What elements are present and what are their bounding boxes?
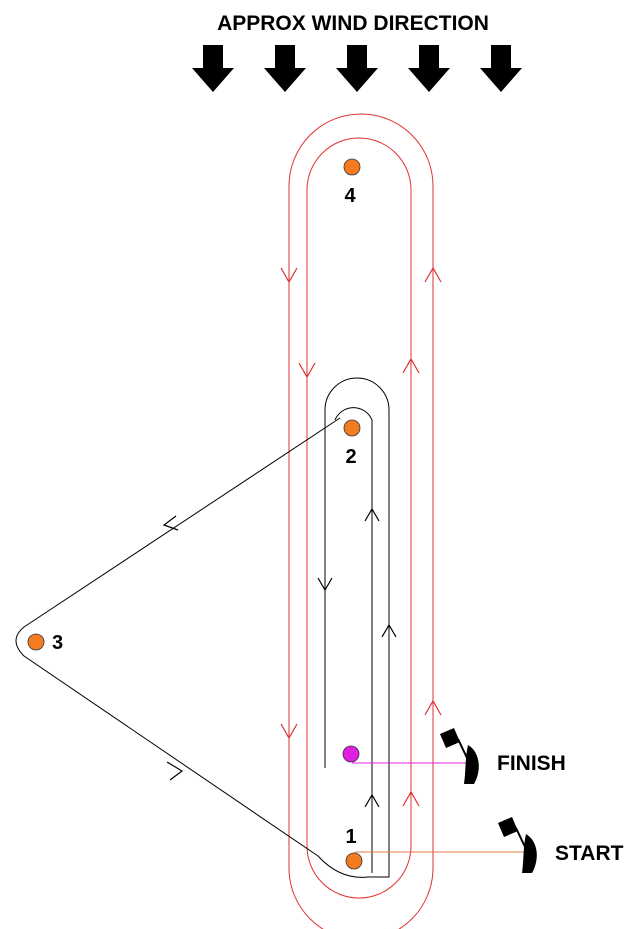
left-arrow-icon (162, 515, 179, 531)
up-arrow-icon (364, 793, 380, 808)
finish-mark (342, 745, 360, 763)
red-course-arrows (280, 266, 442, 807)
up-arrow-icon (402, 357, 420, 374)
up-arrow-icon (364, 507, 380, 522)
mark-1-label: 1 (345, 826, 356, 848)
wind-arrows (192, 45, 522, 92)
down-arrow-icon (280, 267, 298, 284)
red-course-inner-loop (306, 137, 412, 899)
black-course-inner (334, 407, 373, 873)
finish-boat-icon (440, 728, 479, 784)
wind-arrow-icon (336, 45, 378, 92)
black-course-triangle (15, 377, 390, 878)
mark-4 (343, 158, 361, 176)
wind-arrow-icon (264, 45, 306, 92)
start-label: START (555, 842, 624, 865)
red-course-outer-loop (288, 113, 434, 929)
down-arrow-icon (317, 577, 333, 592)
down-arrow-icon (298, 362, 316, 379)
wind-arrow-icon (480, 45, 522, 92)
wind-direction-title: APPROX WIND DIRECTION (217, 12, 489, 35)
black-course-arrows (162, 507, 397, 808)
finish-label: FINISH (497, 752, 566, 775)
wind-arrow-icon (408, 45, 450, 92)
mark-1 (345, 852, 363, 870)
start-boat-icon (498, 817, 537, 873)
mark-2 (343, 419, 361, 437)
wind-arrow-icon (192, 45, 234, 92)
up-arrow-icon (424, 699, 442, 716)
right-arrow-icon (166, 761, 184, 781)
up-arrow-icon (424, 266, 442, 283)
mark-2-label: 2 (345, 446, 356, 468)
mark-3-label: 3 (52, 632, 63, 654)
mark-4-label: 4 (344, 185, 356, 207)
down-arrow-icon (280, 723, 298, 740)
up-arrow-icon (402, 790, 420, 807)
up-arrow-icon (381, 623, 397, 638)
mark-3 (27, 633, 45, 651)
